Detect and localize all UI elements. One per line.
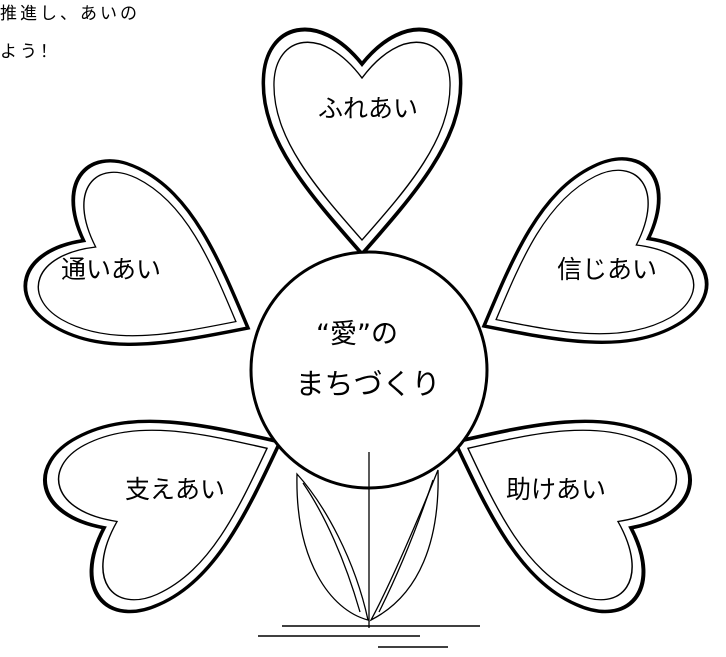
petal-label-top: ふれあい xyxy=(318,94,418,123)
petal-label-lower-left: 支えあい xyxy=(125,475,225,504)
petal-label-upper-left: 通いあい xyxy=(61,255,161,284)
stem-and-leaves xyxy=(296,452,439,628)
ground-lines xyxy=(258,625,480,648)
petal-label-lower-right: 助けあい xyxy=(506,475,606,504)
petal-label-upper-right: 信じあい xyxy=(557,255,657,284)
header-text-line-2: よう！ xyxy=(0,42,60,62)
petal-top xyxy=(261,27,463,256)
header-text-line-1: 推進し、あいの xyxy=(0,4,140,24)
center-title-line-1: “愛”の xyxy=(316,319,398,350)
center-title-line-2: まちづくり xyxy=(295,367,440,401)
